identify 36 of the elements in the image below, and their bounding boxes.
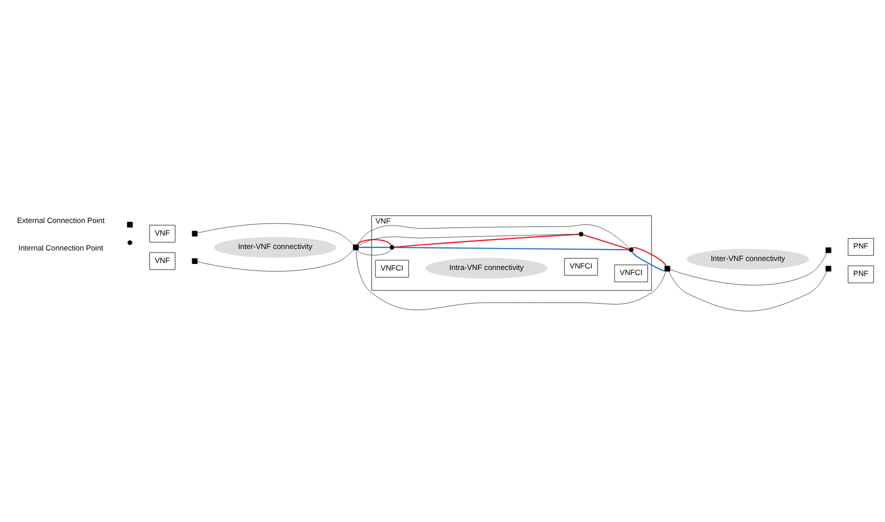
node-box	[352, 244, 359, 250]
node-box: VNFCI	[375, 259, 409, 277]
connector	[358, 246, 390, 248]
node-ellipse: Inter-VNF connectivity	[686, 248, 810, 270]
connector	[670, 252, 828, 285]
node-box: VNF	[149, 252, 176, 270]
node-circle	[628, 246, 634, 252]
connector	[356, 249, 666, 310]
connector	[394, 233, 579, 248]
connector	[668, 270, 828, 311]
connector	[358, 233, 580, 246]
node-box	[192, 230, 198, 236]
node-ellipse: Inter-VNF connectivity	[214, 236, 336, 258]
node-box: VNFCI	[614, 264, 648, 282]
connector	[356, 238, 392, 246]
connector	[632, 250, 665, 271]
node-box: PNF	[848, 238, 874, 256]
connector	[197, 222, 354, 245]
connector	[582, 234, 630, 250]
node-box: VNF	[149, 224, 176, 242]
node-box: VNFCI	[564, 258, 598, 276]
connector	[197, 249, 354, 272]
legend-label: External Connection Point	[17, 216, 105, 225]
connector	[358, 224, 630, 248]
node-circle	[578, 231, 584, 236]
node-box	[192, 258, 198, 264]
node-box	[826, 265, 832, 272]
node-ellipse: Intra-VNF connectivity	[425, 257, 548, 278]
connector	[632, 246, 667, 266]
connector	[394, 246, 629, 250]
node-box	[664, 265, 670, 272]
connector	[356, 248, 392, 255]
node-box: PNF	[848, 265, 874, 283]
node-box	[826, 246, 832, 253]
legend-label: Internal Connection Point	[18, 243, 104, 252]
node-circle	[390, 244, 394, 250]
